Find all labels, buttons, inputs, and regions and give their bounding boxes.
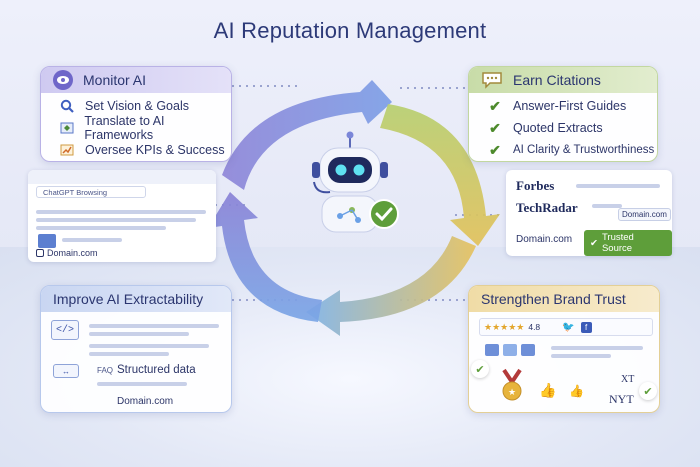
improve-domain-label: Domain.com (117, 396, 174, 407)
strengthen-heading: Strengthen Brand Trust (481, 291, 626, 307)
arrow-bottom (306, 236, 476, 336)
browser-tab-label: ChatGPT Browsing (43, 188, 108, 197)
doc-icon (485, 344, 499, 356)
earn-item-label: Answer-First Guides (513, 99, 627, 113)
text-line (551, 354, 611, 358)
text-line (592, 204, 622, 208)
nyt-logo: NYT (609, 392, 634, 406)
browser-titlebar (28, 170, 216, 184)
rating-value: 4.8 (528, 322, 541, 332)
arrow-right (380, 104, 500, 246)
check-bubble-icon: ✔ (471, 360, 489, 378)
trusted-source-badge: ✔ Trusted Source (584, 230, 672, 256)
xt-logo: XT (621, 374, 635, 385)
check-icon: ✔ (489, 141, 501, 158)
twitter-icon: 🐦 (562, 321, 575, 333)
thumbnail (38, 234, 56, 248)
check-icon: ✔ (489, 119, 501, 136)
medal-icon: ★ (499, 368, 525, 402)
monitor-item-label: Translate to AI Frameworks (84, 114, 165, 142)
domain-label: Domain.com (36, 248, 98, 258)
text-line (551, 346, 643, 350)
monitor-ai-heading: Monitor AI (83, 72, 147, 88)
page-title: AI Reputation Management (213, 18, 487, 43)
text-line (89, 324, 219, 328)
check-icon: ✔ (489, 97, 501, 114)
text-line (89, 332, 189, 336)
improve-heading: Improve AI Extractability (53, 291, 204, 307)
stars-icon: ★★★★★ (484, 321, 525, 332)
faq-label: FAQ (97, 366, 114, 375)
earn-item-label: AI Clarity & Trustworthiness (513, 144, 655, 156)
source-domain-label: Domain.com (516, 234, 573, 245)
arrow-top (222, 80, 392, 190)
doc-icon (521, 344, 535, 356)
earn-citations-card: Earn Citations ✔ Answer-First Guides ✔ Q… (468, 66, 658, 162)
monitor-eye-icon (53, 70, 73, 90)
text-line (62, 238, 122, 242)
earn-item: ✔ AI Clarity & Trustworthiness (469, 139, 657, 161)
earn-item: ✔ Quoted Extracts (469, 117, 657, 139)
facebook-icon: f (580, 321, 592, 333)
robot-mascot (298, 130, 402, 240)
magnifier-icon (59, 98, 75, 114)
arrow-left (208, 192, 322, 322)
sources-window: Forbes TechRadar Domain.com Domain.com ✔… (506, 170, 672, 256)
text-line (89, 344, 209, 348)
forbes-logo: Forbes (516, 178, 555, 193)
check-bubble-icon: ✔ (639, 382, 657, 400)
trusted-source-label: Trusted Source (601, 232, 634, 254)
svg-text:★: ★ (508, 387, 516, 397)
chart-icon (59, 142, 75, 158)
thumbs-up-icon: 👍 (569, 384, 584, 398)
code-icon: </> (51, 320, 79, 340)
speech-bubble-icon (481, 71, 503, 89)
rating-row: ★★★★★ 4.8 🐦 f (479, 318, 653, 336)
monitor-item: Translate to AI Frameworks (41, 114, 231, 142)
techradar-logo: TechRadar (516, 200, 578, 215)
monitor-item: Set Vision & Goals (41, 95, 231, 117)
text-line (97, 382, 187, 386)
monitor-item: Oversee KPIs & Success (41, 139, 231, 161)
domain-text: Domain.com (47, 248, 98, 258)
check-icon: ✔ (590, 237, 598, 249)
text-line (36, 218, 196, 222)
text-line (89, 352, 169, 356)
monitor-ai-card: Monitor AI Set Vision & Goals Translate … (40, 66, 232, 162)
thumbs-up-icon: 👍 (539, 382, 557, 398)
browser-tab[interactable]: ChatGPT Browsing (36, 186, 146, 198)
link-icon: ↔ (53, 364, 79, 378)
earn-citations-heading: Earn Citations (513, 72, 601, 88)
improve-extractability-card: Improve AI Extractability </> ↔ FAQ Stru… (40, 285, 232, 413)
structured-data-label: Structured data (117, 364, 196, 376)
domain-small-badge: Domain.com (618, 208, 671, 221)
text-line (36, 210, 206, 214)
monitor-item-label: Oversee KPIs & Success (85, 143, 225, 157)
domain-logo-icon (36, 249, 44, 257)
text-line (576, 184, 660, 188)
monitor-item-label: Set Vision & Goals (85, 99, 189, 113)
earn-item-label: Quoted Extracts (513, 121, 603, 135)
doc-icon (503, 344, 517, 356)
chatgpt-browser-window: ChatGPT Browsing Domain.com (28, 170, 216, 262)
text-line (36, 226, 166, 230)
earn-item: ✔ Answer-First Guides (469, 95, 657, 117)
framework-icon (59, 120, 74, 136)
strengthen-trust-card: Strengthen Brand Trust ★★★★★ 4.8 🐦 f ★ 👍… (468, 285, 660, 413)
